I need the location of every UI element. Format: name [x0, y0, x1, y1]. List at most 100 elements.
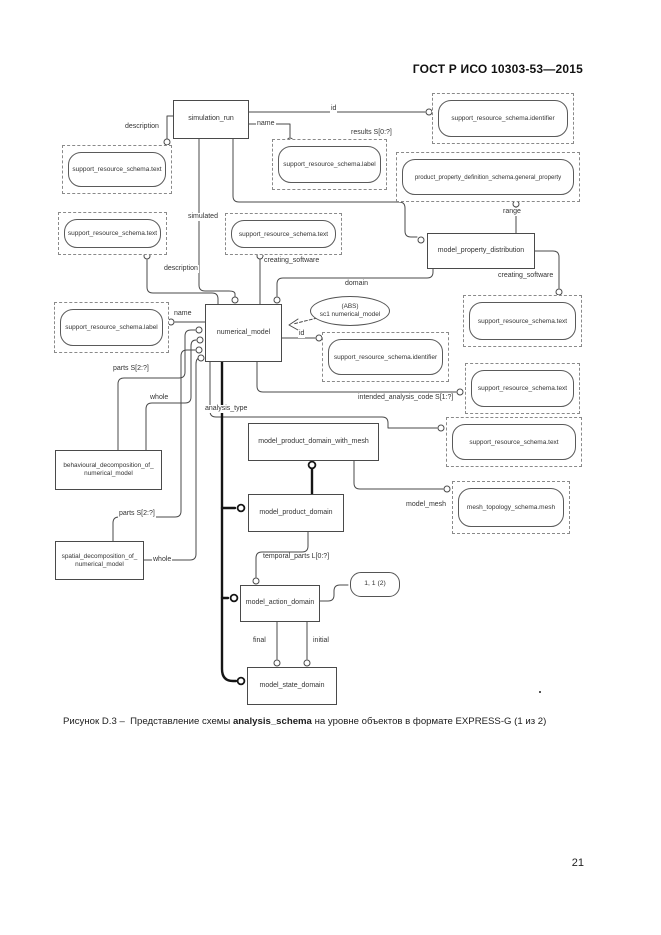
conn-circle [195, 326, 203, 334]
attr-label-simulated: simulated [187, 213, 219, 221]
conn-circle [195, 346, 203, 354]
line-parts-1 [117, 329, 196, 451]
attr-label-description-1: description [124, 123, 160, 131]
attr-label-description-2: description [163, 265, 199, 273]
page-number: 21 [571, 857, 584, 869]
entity-label: model_action_domain [245, 599, 315, 607]
caption-text: Представление схемы [130, 716, 231, 727]
line-simulated [198, 136, 236, 298]
abs-arrowhead [288, 318, 299, 331]
typeref-stadium: support_resource_schema.text [68, 152, 166, 187]
entity-label: model_property_distribution [437, 246, 525, 254]
entity-label: numerical_model [84, 470, 133, 477]
typeref-stadium: support_resource_schema.text [64, 219, 161, 248]
attr-label-creating-software-right: creating_software [497, 272, 555, 280]
attr-label-creating-software-center: creating_software [263, 257, 321, 265]
typeref-identifier-topright: support_resource_schema.identifier [432, 93, 574, 144]
figure-caption: Рисунок D.3 – Представление схемы analys… [63, 716, 546, 727]
conn-circle [252, 577, 260, 585]
attr-label-parts-2: parts S[2:?] [118, 510, 156, 518]
attr-label-model-mesh: model_mesh [405, 501, 448, 509]
entity-label: spatial_decomposition_of_ [61, 552, 138, 560]
document-header: ГОСТ Р ИСО 10303-53—2015 [412, 62, 583, 76]
typeref-stadium: support_resource_schema.text [452, 424, 576, 460]
line-page-ref [317, 584, 349, 602]
typeref-stadium: support_resource_schema.label [60, 309, 163, 346]
conn-circle [231, 296, 239, 304]
subtype-circle [236, 676, 246, 686]
attr-label-id-2: id [298, 330, 306, 338]
entity-label: model_state_domain [259, 681, 325, 689]
attr-label-results: results S[0:?] [350, 129, 393, 137]
line-temporal-parts [255, 529, 309, 578]
line-model-mesh [353, 458, 444, 490]
entity-label: model_product_domain [259, 508, 333, 516]
conn-circle [443, 485, 451, 493]
attr-label-name-1: name [256, 120, 276, 128]
conn-circle [273, 296, 281, 304]
typeref-text-topleft: support_resource_schema.text [62, 145, 172, 194]
attr-label-analysis-type: analysis_type [204, 405, 249, 413]
attr-label-parts-1: parts S[2:?] [112, 365, 150, 373]
attr-label-whole-1: whole [149, 394, 170, 402]
typeref-identifier-center: support_resource_schema.identifier [322, 332, 449, 382]
line-results [232, 136, 418, 238]
attr-label-intended-analysis-code: intended_analysis_code S[1:?] [357, 394, 455, 402]
typeref-label-top: support_resource_schema.label [272, 139, 387, 190]
typeref-text-right3: support_resource_schema.text [446, 417, 582, 467]
subtype-circle [236, 503, 246, 513]
typeref-text-left2: support_resource_schema.text [58, 212, 167, 255]
attr-label-initial: initial [312, 637, 330, 645]
entity-label: behavioural_decomposition_of_ [63, 462, 154, 469]
oval-text: sc1 numerical_model [319, 311, 381, 318]
typeref-stadium: support_resource_schema.label [278, 146, 381, 183]
line-description-2 [146, 259, 219, 305]
entity-label: numerical_model [75, 560, 124, 568]
typeref-text-center: support_resource_schema.text [225, 213, 342, 255]
entity-label: model_product_domain_with_mesh [258, 437, 369, 445]
line-intended-analysis-code [256, 359, 457, 393]
entity-model-state-domain: model_state_domain [247, 667, 337, 705]
line-abs-arrow [292, 317, 318, 325]
typeref-text-right1: support_resource_schema.text [463, 295, 582, 347]
attr-label-temporal-parts: temporal_parts L[0:?] [262, 553, 331, 561]
page-reference-oval: 1, 1 (2) [350, 572, 400, 597]
typeref-stadium: support_resource_schema.identifier [438, 100, 568, 137]
abs-numerical-model-oval: (ABS) sc1 numerical_model [310, 296, 390, 326]
subtype-trunk [220, 358, 238, 683]
conn-circle [303, 659, 311, 667]
typeref-text-right2: support_resource_schema.text [465, 363, 580, 414]
typeref-label-left: support_resource_schema.label [54, 302, 169, 353]
attr-label-whole-2: whole [152, 556, 173, 564]
conn-circle [437, 424, 445, 432]
entity-spatial-decomposition: spatial_decomposition_of_ numerical_mode… [55, 541, 144, 580]
subtype-circle [307, 460, 317, 470]
typeref-stadium: product_property_definition_schema.gener… [402, 159, 574, 195]
entity-simulation-run: simulation_run [173, 100, 249, 139]
caption-text: на уровне объектов в формате EXPRESS-G (… [314, 716, 547, 727]
attr-label-id-1: id [330, 105, 338, 113]
subtype-circle [229, 593, 239, 603]
typeref-mesh: mesh_topology_schema.mesh [452, 481, 570, 534]
entity-label: simulation_run [188, 115, 234, 123]
caption-number: Рисунок D.3 – [63, 716, 125, 727]
attr-label-name-2: name [173, 310, 193, 318]
entity-model-property-distribution: model_property_distribution [427, 233, 535, 269]
entity-label: numerical_model [216, 328, 271, 336]
conn-circle [417, 236, 425, 244]
entity-numerical-model: numerical_model [205, 304, 282, 362]
conn-circle [197, 354, 205, 362]
line-parts-2 [112, 349, 196, 542]
line-domain [276, 266, 434, 297]
stray-mark [539, 691, 541, 693]
line-analysis-type [209, 359, 438, 429]
attr-label-range: range [502, 208, 522, 216]
typeref-stadium: support_resource_schema.text [471, 370, 574, 407]
typeref-stadium: support_resource_schema.identifier [328, 339, 443, 375]
conn-circle [273, 659, 281, 667]
conn-circle [196, 336, 204, 344]
attr-label-domain: domain [344, 280, 369, 288]
conn-circle [456, 388, 464, 396]
